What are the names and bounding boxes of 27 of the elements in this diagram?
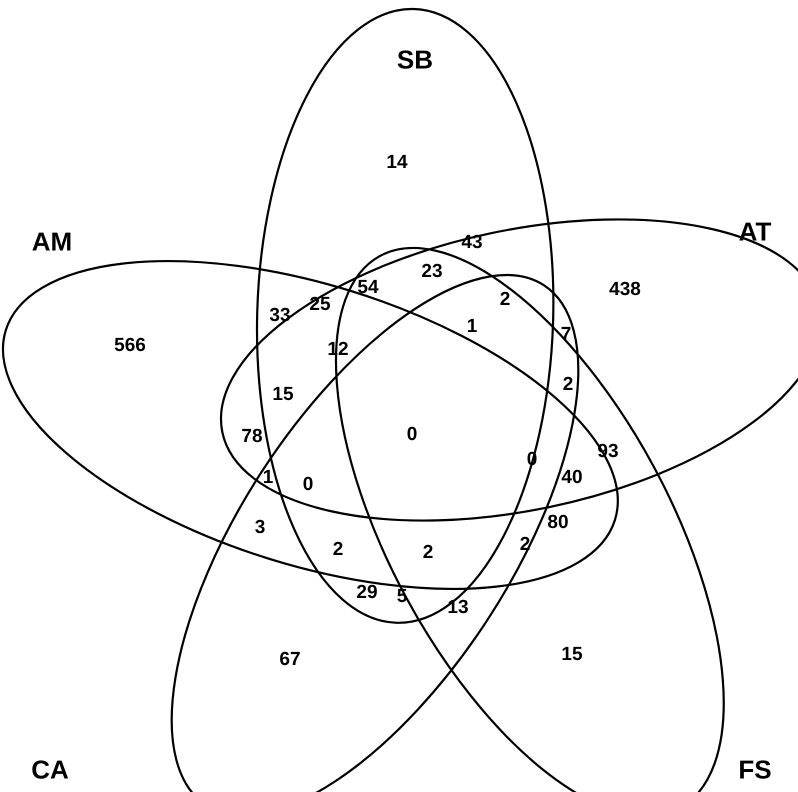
region-count: 0: [302, 474, 314, 496]
region-count: 14: [386, 152, 408, 174]
set-label: AM: [32, 226, 72, 258]
region-count: 3: [254, 517, 266, 539]
region-count: 80: [547, 512, 569, 534]
region-count: 2: [562, 374, 574, 396]
set-label: CA: [31, 754, 69, 786]
region-count: 54: [357, 277, 379, 299]
region-count: 1: [466, 316, 478, 338]
region-count: 566: [114, 335, 146, 357]
region-count: 2: [332, 539, 344, 561]
region-count: 2: [500, 289, 510, 311]
region-count: 15: [561, 644, 583, 666]
region-count: 23: [421, 261, 443, 283]
region-count: 29: [356, 582, 378, 604]
region-count: 2: [422, 542, 434, 564]
region-count: 25: [309, 294, 331, 316]
set-label: AT: [738, 216, 772, 248]
region-count: 438: [609, 279, 641, 301]
region-count: 67: [279, 649, 301, 671]
region-count: 40: [561, 467, 583, 489]
region-count: 15: [272, 384, 294, 406]
set-label: SB: [396, 44, 434, 76]
region-count: 1: [262, 467, 274, 489]
set-label: FS: [738, 754, 772, 786]
region-count: 0: [406, 424, 418, 446]
region-count: 78: [241, 426, 263, 448]
